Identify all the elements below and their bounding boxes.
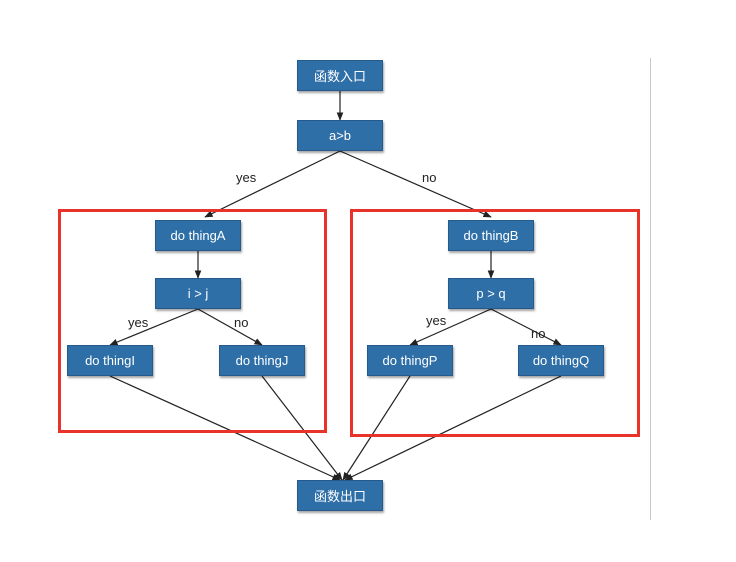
node-exit: 函数出口 — [297, 480, 383, 511]
edge-p-to-exit — [342, 375, 411, 481]
edge-i-to-exit — [109, 375, 341, 481]
node-thing-j: do thingJ — [219, 345, 305, 376]
node-condition-ij: i > j — [155, 278, 241, 309]
node-condition-pq: p > q — [448, 278, 534, 309]
edge-label-ab-yes: yes — [236, 170, 257, 185]
edge-q-to-exit — [344, 375, 562, 481]
node-thing-p: do thingP — [367, 345, 453, 376]
vertical-divider — [650, 58, 651, 520]
edge-pq-yes — [409, 308, 492, 346]
node-thing-q: do thingQ — [518, 345, 604, 376]
node-entry: 函数入口 — [297, 60, 383, 91]
node-thing-b: do thingB — [448, 220, 534, 251]
group-box-right — [350, 209, 640, 437]
node-thing-i: do thingI — [67, 345, 153, 376]
edge-label-ab-no: no — [422, 170, 437, 185]
edge-label-pq-no: no — [531, 326, 546, 341]
node-condition-ab: a>b — [297, 120, 383, 151]
group-box-left — [58, 209, 327, 433]
edge-label-ij-yes: yes — [128, 315, 149, 330]
edge-label-ij-no: no — [234, 315, 249, 330]
edge-ij-yes — [109, 308, 199, 346]
edge-pq-no — [490, 308, 562, 346]
node-thing-a: do thingA — [155, 220, 241, 251]
edge-label-pq-yes: yes — [426, 313, 447, 328]
edge-ij-no — [197, 308, 263, 346]
edge-ab-yes — [204, 150, 341, 218]
edge-ab-no — [339, 150, 492, 218]
edge-j-to-exit — [261, 375, 343, 481]
